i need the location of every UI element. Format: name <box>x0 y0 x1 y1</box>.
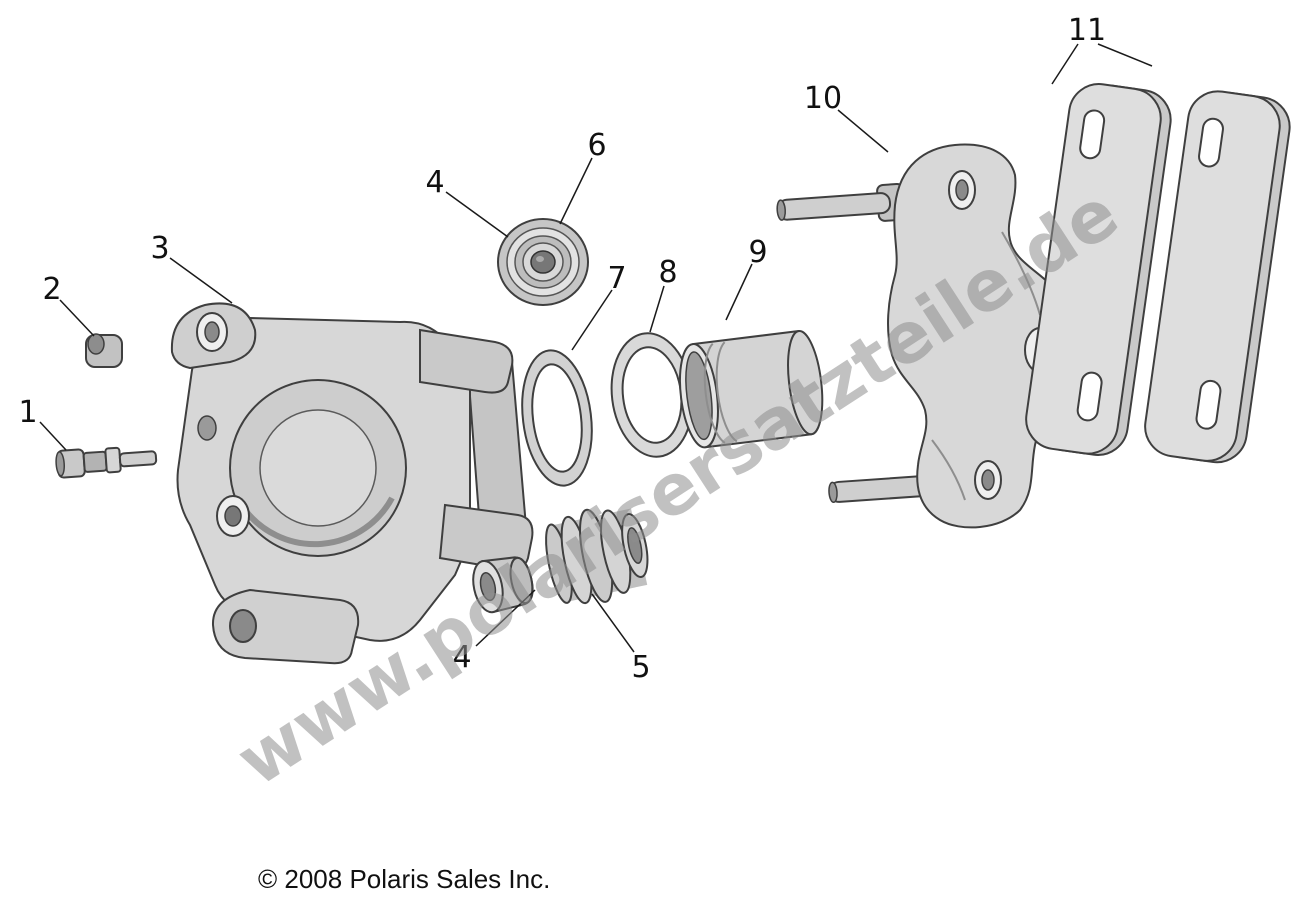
part-guide-pin-upper <box>776 182 906 222</box>
part-number-label: 10 <box>804 81 842 116</box>
part-dust-boot-seat-lower <box>472 556 534 614</box>
leader-line <box>445 191 509 238</box>
leader-line <box>559 157 593 225</box>
part-mounting-bracket <box>887 143 1070 529</box>
leader-line <box>39 421 67 451</box>
callout-7: 7 <box>571 261 627 351</box>
part-number-label: 4 <box>452 640 471 675</box>
part-dust-boot-upper <box>497 218 589 306</box>
copyright-text: © 2008 Polaris Sales Inc. <box>258 864 550 894</box>
part-number-label: 1 <box>18 395 37 430</box>
leader-line <box>725 263 753 321</box>
leader-line <box>1051 43 1079 85</box>
leader-line <box>169 257 233 304</box>
part-number-label: 8 <box>658 255 677 290</box>
part-piston <box>679 330 824 449</box>
part-number-label: 6 <box>587 128 606 163</box>
leader-line <box>837 109 889 153</box>
callout-9: 9 <box>725 235 768 321</box>
leader-line <box>571 289 613 351</box>
callout-2: 2 <box>42 272 95 337</box>
callout-4-upper: 4 <box>425 165 509 238</box>
callout-1: 1 <box>18 395 67 451</box>
callout-5: 5 <box>591 593 651 685</box>
part-bleeder-screw <box>55 446 158 479</box>
part-caliper-body <box>170 302 534 665</box>
part-brake-pad-inner <box>1025 83 1172 456</box>
part-number-label: 11 <box>1068 13 1106 48</box>
part-cap <box>85 333 123 368</box>
leader-line <box>649 285 665 333</box>
callout-4-lower: 4 <box>452 589 536 675</box>
leader-line <box>475 589 536 647</box>
part-number-label: 4 <box>425 165 444 200</box>
part-dust-boot-lower <box>545 508 649 605</box>
part-number-label: 7 <box>607 261 626 296</box>
part-number-label: 5 <box>631 650 650 685</box>
leader-line <box>1097 43 1153 67</box>
callout-8: 8 <box>649 255 678 333</box>
leader-line <box>59 299 95 337</box>
callout-6: 6 <box>559 128 607 225</box>
leader-line <box>591 593 635 653</box>
part-number-label: 9 <box>748 235 767 270</box>
part-brake-pad-outer <box>1144 90 1291 464</box>
part-number-label: 2 <box>42 272 61 307</box>
callout-11: 11 <box>1051 13 1153 85</box>
callout-10: 10 <box>804 81 889 153</box>
callout-3: 3 <box>150 231 233 304</box>
part-number-label: 3 <box>150 231 169 266</box>
part-bore-seal <box>521 349 593 487</box>
